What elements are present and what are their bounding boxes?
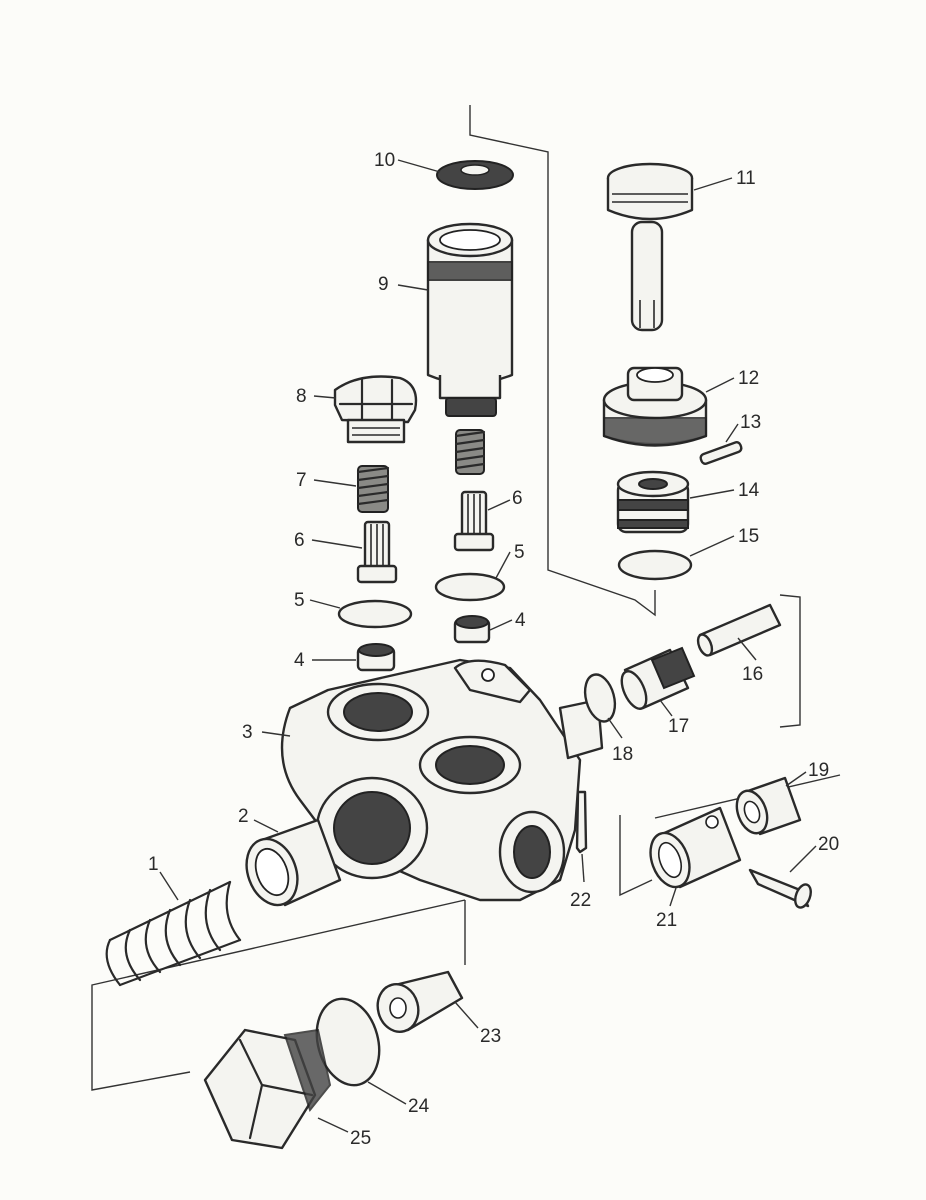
leader-21 xyxy=(669,887,677,907)
leader-5b xyxy=(495,551,511,579)
part-1-spring xyxy=(105,880,242,987)
part-4-seat-left xyxy=(356,643,396,672)
part-18-small-oring xyxy=(583,673,617,723)
label-part-19: 19 xyxy=(808,760,829,781)
label-part-24: 24 xyxy=(408,1096,430,1117)
part-7-spring-left xyxy=(356,465,390,513)
leader-18 xyxy=(607,717,623,739)
leader-9 xyxy=(397,284,429,291)
label-part-16: 16 xyxy=(742,664,763,685)
group-bracket-right xyxy=(779,594,801,728)
part-20-pin xyxy=(748,868,812,909)
label-part-5-center: 5 xyxy=(514,542,525,563)
part-16-rod xyxy=(696,603,782,657)
leader-3 xyxy=(261,731,291,737)
label-part-6-left: 6 xyxy=(294,530,305,551)
label-part-18: 18 xyxy=(612,744,633,765)
leader-20 xyxy=(789,845,817,873)
part-6-valve-center xyxy=(453,490,495,552)
label-part-25: 25 xyxy=(350,1128,371,1149)
leader-23 xyxy=(454,1001,479,1029)
part-3-pump-body xyxy=(280,658,604,902)
part-4-seat-center xyxy=(453,615,491,644)
leader-8 xyxy=(313,395,337,399)
label-part-15: 15 xyxy=(738,526,759,547)
leader-25 xyxy=(317,1117,349,1133)
label-part-12: 12 xyxy=(738,368,759,389)
label-part-4-left: 4 xyxy=(294,650,305,671)
part-7-spring-center xyxy=(454,429,486,475)
label-part-20: 20 xyxy=(818,834,839,855)
leader-6b xyxy=(487,499,511,511)
label-part-21: 21 xyxy=(656,910,677,931)
label-part-1: 1 xyxy=(148,854,159,875)
label-part-4-center: 4 xyxy=(515,610,526,631)
part-19-roller xyxy=(735,776,802,836)
label-part-11: 11 xyxy=(736,168,756,189)
label-part-8: 8 xyxy=(296,386,307,407)
part-11-plunger xyxy=(606,162,694,332)
label-part-2: 2 xyxy=(238,806,249,827)
leader-22 xyxy=(581,853,585,883)
leader-13 xyxy=(725,423,739,443)
leader-2 xyxy=(253,819,279,833)
label-part-7: 7 xyxy=(296,470,307,491)
leader-6a xyxy=(311,539,363,549)
label-part-5-left: 5 xyxy=(294,590,305,611)
part-21-lever xyxy=(649,806,742,889)
part-2-bushing xyxy=(245,818,342,907)
label-part-13: 13 xyxy=(740,412,761,433)
label-part-14: 14 xyxy=(738,480,760,501)
label-part-10: 10 xyxy=(374,150,395,171)
leader-15 xyxy=(689,535,735,557)
label-part-3: 3 xyxy=(242,722,253,743)
part-22-cotter-pin xyxy=(575,790,588,854)
part-23-valve-seat xyxy=(376,970,464,1033)
label-part-6-center: 6 xyxy=(512,488,523,509)
leader-4b xyxy=(489,619,513,631)
part-15-ring xyxy=(617,549,693,581)
part-17-check-valve xyxy=(620,646,696,710)
part-6-valve-left xyxy=(356,520,398,584)
leader-14 xyxy=(689,489,735,499)
leader-10 xyxy=(397,159,441,173)
part-10-washer xyxy=(436,160,514,190)
part-5-oring-center xyxy=(434,572,506,602)
part-12-knurled-nut xyxy=(602,366,708,447)
part-25-hex-plug xyxy=(203,1028,332,1150)
leader-5a xyxy=(309,599,341,609)
label-part-9: 9 xyxy=(378,274,389,295)
leader-1 xyxy=(159,871,179,901)
leader-19 xyxy=(785,771,807,787)
leader-11 xyxy=(693,177,733,191)
part-14-piston xyxy=(616,470,690,534)
part-5-oring-left xyxy=(337,599,413,629)
part-9-filter-housing xyxy=(426,222,514,417)
group-bracket-top xyxy=(469,105,656,617)
part-13-pin xyxy=(699,441,743,465)
leader-24 xyxy=(367,1081,407,1105)
leader-16 xyxy=(737,637,757,661)
leader-12 xyxy=(705,377,735,393)
label-part-23: 23 xyxy=(480,1026,501,1047)
label-part-17: 17 xyxy=(668,716,689,737)
leader-17 xyxy=(659,699,673,717)
part-8-cap xyxy=(333,375,418,444)
group-bracket-lower-left xyxy=(91,899,466,1091)
label-part-22: 22 xyxy=(570,890,591,911)
leader-7 xyxy=(313,479,357,487)
